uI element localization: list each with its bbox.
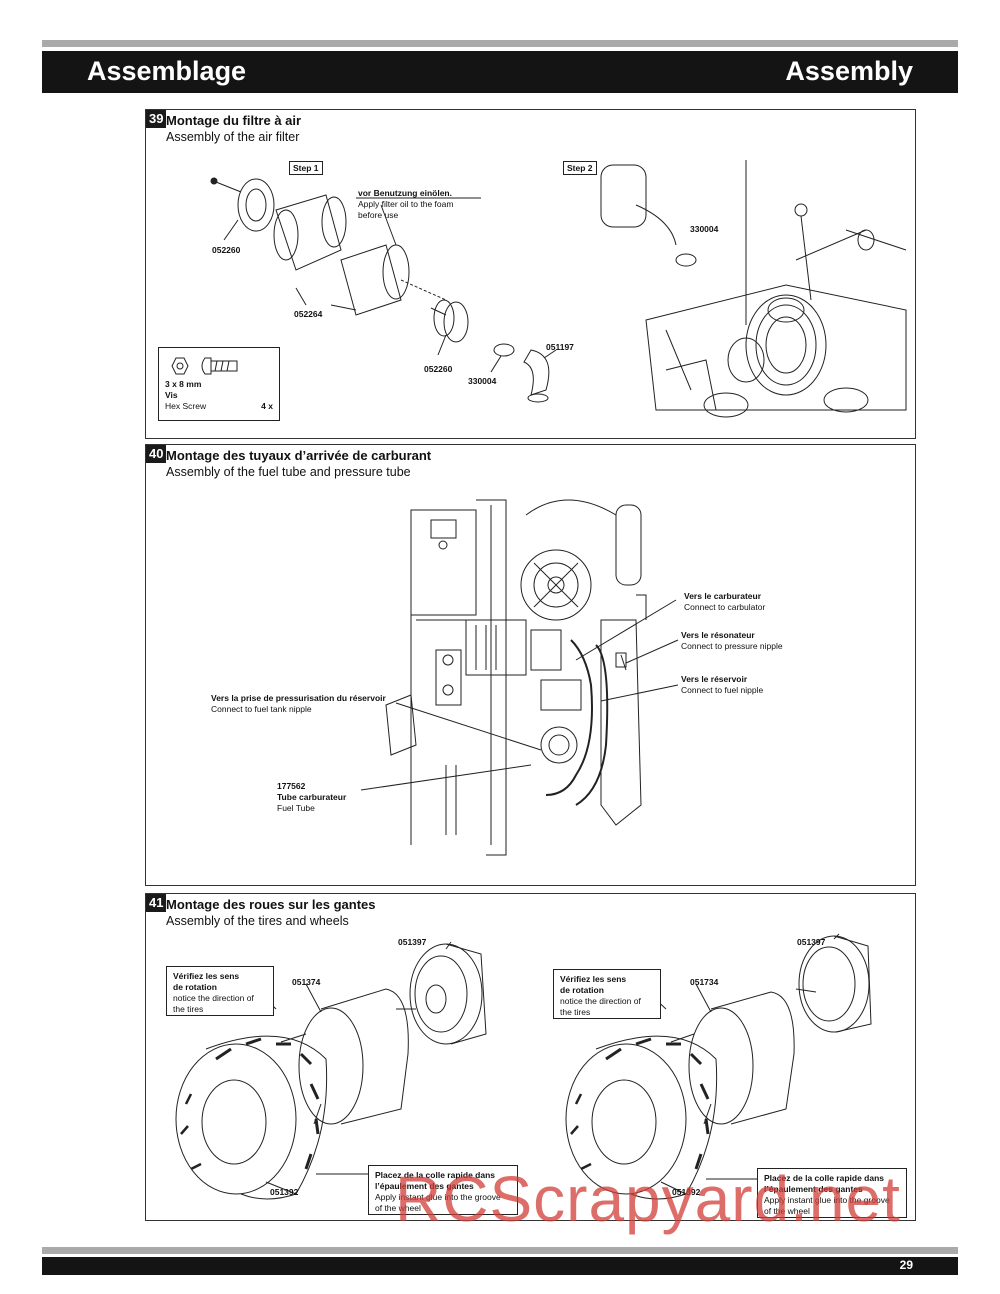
- fuel-tube-part-no: 177562: [277, 781, 306, 791]
- step-title-fr: Montage des roues sur les gantes: [166, 897, 376, 912]
- fuel-tube-fr: Tube carburateur: [277, 792, 347, 802]
- glue-en-2: of the wheel: [375, 1203, 421, 1213]
- rotation-en-2: the tires: [560, 1007, 591, 1017]
- top-gray-rule: [42, 40, 958, 47]
- rotation-note-left: Vérifiez les sens de rotation notice the…: [166, 966, 274, 1016]
- step-41-panel: 41 Montage des roues sur les gantes Asse…: [145, 893, 916, 1221]
- glue-fr-2: l’épaulement des gantes: [764, 1184, 863, 1194]
- glue-note-left: Placez de la colle rapide dans l’épaulem…: [368, 1165, 518, 1215]
- callout-carburetor: Vers le carburateur Connect to carbulato…: [684, 591, 765, 613]
- header-title-en: Assembly: [785, 56, 913, 86]
- step-title-en: Assembly of the fuel tube and pressure t…: [166, 465, 411, 479]
- rotation-fr-2: de rotation: [173, 982, 217, 992]
- part-330004-step2: 330004: [690, 224, 719, 234]
- step-number: 41: [146, 894, 167, 912]
- oil-note: vor Benutzung einölen. Apply filter oil …: [358, 188, 453, 221]
- air-filter-exploded-drawing: [210, 160, 907, 418]
- part-052264: 052264: [294, 309, 323, 319]
- rotation-fr-2: de rotation: [560, 985, 604, 995]
- bottom-gray-rule: [42, 1247, 958, 1254]
- rotation-en-1: notice the direction of: [560, 996, 641, 1006]
- page-number: 29: [899, 1258, 913, 1272]
- tire-wheel-drawing: [175, 933, 872, 1200]
- step-number: 39: [146, 110, 167, 128]
- step-title-fr: Montage des tuyaux d’arrivée de carburan…: [166, 448, 432, 463]
- glue-en-1: Apply instant glue into the groove: [375, 1192, 501, 1202]
- watermark: RCScrapyard.net: [395, 1163, 901, 1235]
- callout-tank-fr: Vers le réservoir: [681, 674, 748, 684]
- part-051197: 051197: [546, 342, 574, 352]
- screw-name-fr: Vis: [165, 390, 178, 400]
- rotation-en-1: notice the direction of: [173, 993, 254, 1003]
- rotation-note-right: Vérifiez les sens de rotation notice the…: [553, 969, 661, 1019]
- rotation-en-2: the tires: [173, 1004, 204, 1014]
- part-rim-left: 051397: [398, 937, 427, 947]
- screw-legend: 3 x 8 mm Vis Hex Screw 4 x: [158, 347, 280, 421]
- step-title-fr: Montage du filtre à air: [166, 113, 302, 128]
- glue-fr-1: Placez de la colle rapide dans: [764, 1173, 884, 1183]
- step-39-panel: 39 Montage du filtre à air Assembly of t…: [145, 109, 916, 439]
- callout-tank-nipple-fr: Vers la prise de pressurisation du réser…: [211, 693, 386, 703]
- page-footer: 29: [42, 1257, 958, 1275]
- glue-fr-2: l’épaulement des gantes: [375, 1181, 474, 1191]
- part-rim-right: 051397: [797, 937, 826, 947]
- callout-tank: Vers le réservoir Connect to fuel nipple: [681, 674, 763, 696]
- callout-tank-nipple: Vers la prise de pressurisation du réser…: [211, 693, 386, 715]
- part-052260-plate: 052260: [212, 245, 241, 255]
- rotation-fr-1: Vérifiez les sens: [173, 971, 240, 981]
- step-1-label: Step 1: [289, 161, 323, 175]
- glue-en-1: Apply instant glue into the groove: [764, 1195, 890, 1205]
- screw-quantity: 4 x: [261, 401, 273, 411]
- fuel-tube-en: Fuel Tube: [277, 803, 315, 813]
- page-header: Assemblage Assembly: [42, 51, 958, 93]
- glue-note-right: Placez de la colle rapide dans l’épaulem…: [757, 1168, 907, 1218]
- callout-fuel-tube: 177562 Tube carburateur Fuel Tube: [277, 781, 346, 814]
- part-tire-left: 051392: [270, 1187, 299, 1197]
- fuel-tube-drawing: [360, 499, 679, 856]
- hex-screw-icon: [171, 357, 238, 375]
- oil-note-de: vor Benutzung einölen.: [358, 188, 452, 198]
- part-tire-right: 051392: [672, 1187, 701, 1197]
- screw-size: 3 x 8 mm: [165, 379, 202, 389]
- callout-carburetor-en: Connect to carbulator: [684, 602, 766, 612]
- step-title-en: Assembly of the air filter: [166, 130, 300, 144]
- step-2-label: Step 2: [563, 161, 597, 175]
- part-foam-left: 051374: [292, 977, 321, 987]
- step-number: 40: [146, 445, 167, 463]
- callout-resonator: Vers le résonateur Connect to pressure n…: [681, 630, 783, 652]
- oil-note-en1: Apply filter oil to the foam: [358, 199, 454, 209]
- step-40-panel: 40 Montage des tuyaux d’arrivée de carbu…: [145, 444, 916, 886]
- part-foam-right: 051734: [690, 977, 719, 987]
- oil-note-en2: before use: [358, 210, 399, 220]
- step-title-en: Assembly of the tires and wheels: [166, 914, 349, 928]
- header-title-fr: Assemblage: [87, 56, 247, 86]
- glue-fr-1: Placez de la colle rapide dans: [375, 1170, 495, 1180]
- screw-name-en: Hex Screw: [165, 401, 207, 411]
- callout-carburetor-fr: Vers le carburateur: [684, 591, 762, 601]
- part-052260-adapter: 052260: [424, 364, 453, 374]
- callout-tank-nipple-en: Connect to fuel tank nipple: [211, 704, 312, 714]
- part-330004-ring: 330004: [468, 376, 497, 386]
- callout-resonator-en: Connect to pressure nipple: [681, 641, 783, 651]
- rotation-fr-1: Vérifiez les sens: [560, 974, 627, 984]
- callout-resonator-fr: Vers le résonateur: [681, 630, 755, 640]
- callout-tank-en: Connect to fuel nipple: [681, 685, 764, 695]
- glue-en-2: of the wheel: [764, 1206, 810, 1216]
